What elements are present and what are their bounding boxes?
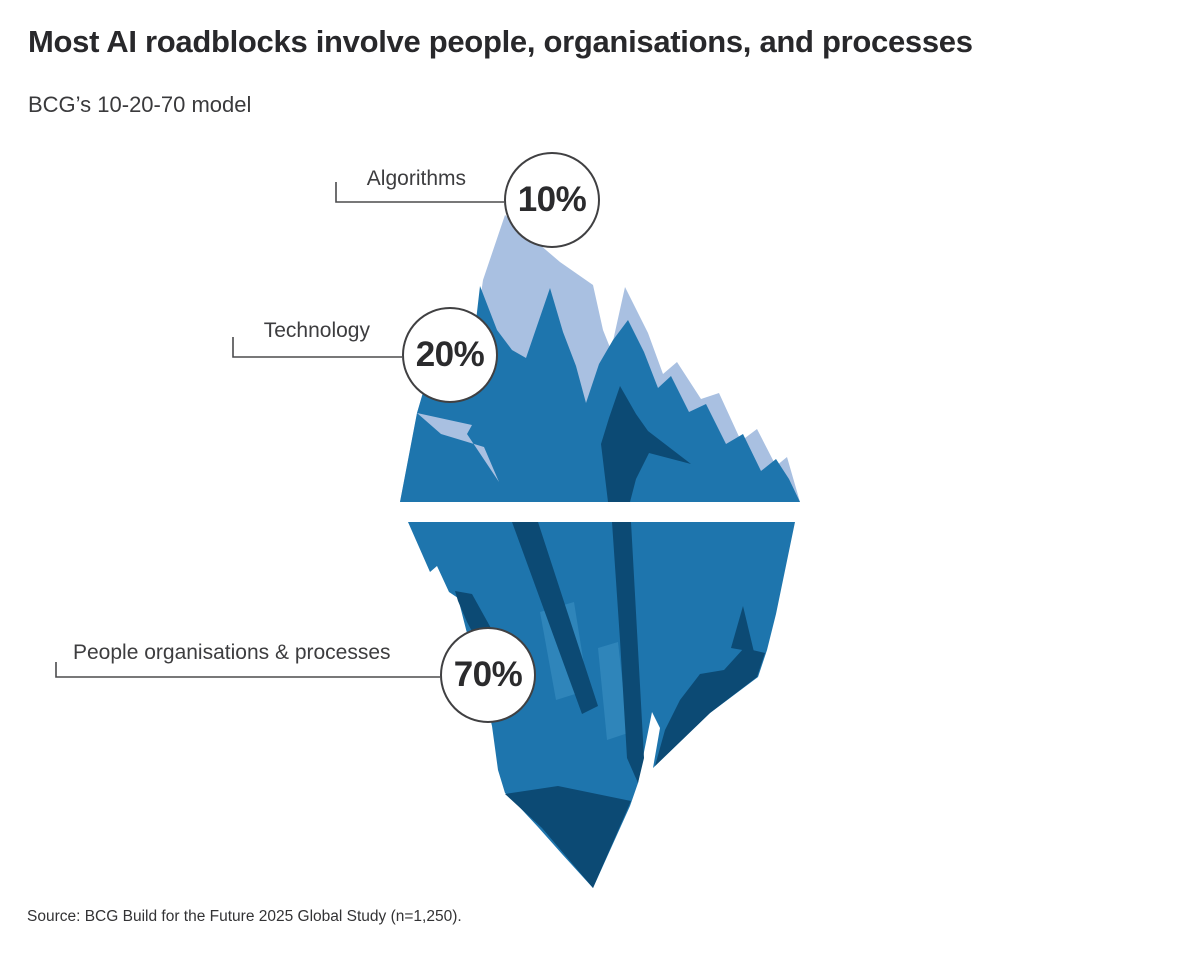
value-technology: 20% [415, 335, 485, 374]
iceberg-underwater-right-shadow [655, 648, 765, 766]
page-subtitle: BCG’s 10-20-70 model [28, 92, 252, 117]
iceberg-underwater-streak-right [612, 522, 644, 783]
value-circle-algorithms: 10% [504, 152, 600, 248]
label-people-organisations-processes: People organisations & processes [73, 641, 391, 664]
iceberg-underwater-right-spike [731, 606, 754, 652]
iceberg-front-layer [400, 286, 800, 502]
value-algorithms: 10% [517, 180, 587, 219]
iceberg-underwater-bottom-shadow [505, 786, 631, 888]
value-circle-people: 70% [440, 627, 536, 723]
iceberg-underwater-streak-left [512, 522, 598, 714]
label-technology: Technology [263, 319, 370, 342]
people-connector-line [55, 662, 440, 678]
label-algorithms: Algorithms [366, 167, 466, 190]
iceberg-left-snow-patch [417, 413, 499, 482]
iceberg-crevice-shadow [601, 386, 691, 502]
iceberg-underwater-base [408, 522, 795, 888]
technology-connector-line [232, 337, 402, 358]
source-note: Source: BCG Build for the Future 2025 Gl… [27, 908, 462, 925]
page-title: Most AI roadblocks involve people, organ… [28, 24, 973, 59]
algorithms-connector-line [335, 182, 504, 203]
iceberg-underwater-highlight-mid [598, 642, 628, 740]
value-people: 70% [453, 655, 523, 694]
value-circle-technology: 20% [402, 307, 498, 403]
